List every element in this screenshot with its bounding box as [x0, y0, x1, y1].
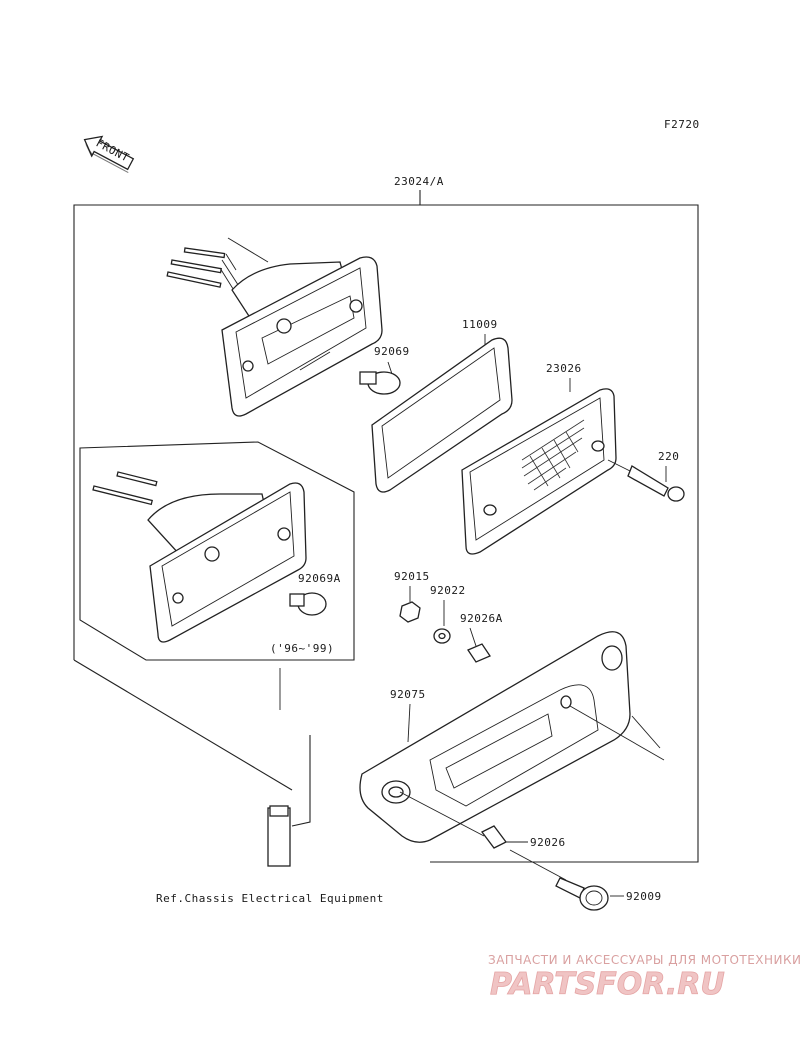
- watermark-logo: PARTSFOR.RU: [490, 967, 725, 1002]
- leader-bracket: [407, 703, 411, 743]
- inset-note: ('96~'99): [270, 642, 334, 655]
- label-washer: 92022: [430, 584, 466, 597]
- reference-note: Ref.Chassis Electrical Equipment: [156, 892, 384, 905]
- nut: [399, 601, 421, 623]
- figure-code: F2720: [664, 118, 700, 131]
- watermark-tagline: ЗАПЧАСТИ И АКСЕССУАРЫ ДЛЯ МОТОТЕХНИКИ: [488, 953, 800, 967]
- label-screw: 220: [658, 450, 679, 463]
- collar-a: [467, 643, 491, 663]
- label-bolt: 92009: [626, 890, 662, 903]
- collar: [481, 825, 507, 849]
- label-bracket: 92075: [390, 688, 426, 701]
- frame-step: [291, 735, 311, 827]
- front-arrow-icon: [83, 135, 135, 173]
- label-bulb: 92069: [374, 345, 410, 358]
- screw: [607, 459, 685, 502]
- bolt-axis: [509, 849, 567, 881]
- label-lens: 23026: [546, 362, 582, 375]
- leader-collar-a: [469, 627, 477, 647]
- connector-terminal: [267, 668, 291, 867]
- label-nut: 92015: [394, 570, 430, 583]
- bracket: [359, 631, 665, 843]
- label-alt-bulb: 92069A: [298, 572, 341, 585]
- bulb: [359, 361, 401, 395]
- lamp-housing: [166, 237, 383, 417]
- label-collar: 92026: [530, 836, 566, 849]
- assembly-frame: [73, 204, 699, 863]
- bolt: [555, 877, 609, 911]
- inset-frame: [79, 441, 355, 661]
- inset-lamp-housing: [92, 471, 307, 643]
- frame-diag-left: [73, 659, 293, 791]
- label-gasket: 11009: [462, 318, 498, 331]
- label-assembly: 23024/A: [394, 175, 444, 188]
- collar-axis: [399, 791, 485, 837]
- gasket: [371, 337, 513, 493]
- alt-bulb: [289, 592, 327, 616]
- washer: [433, 628, 451, 644]
- lens: [461, 388, 617, 555]
- label-collar-a: 92026A: [460, 612, 503, 625]
